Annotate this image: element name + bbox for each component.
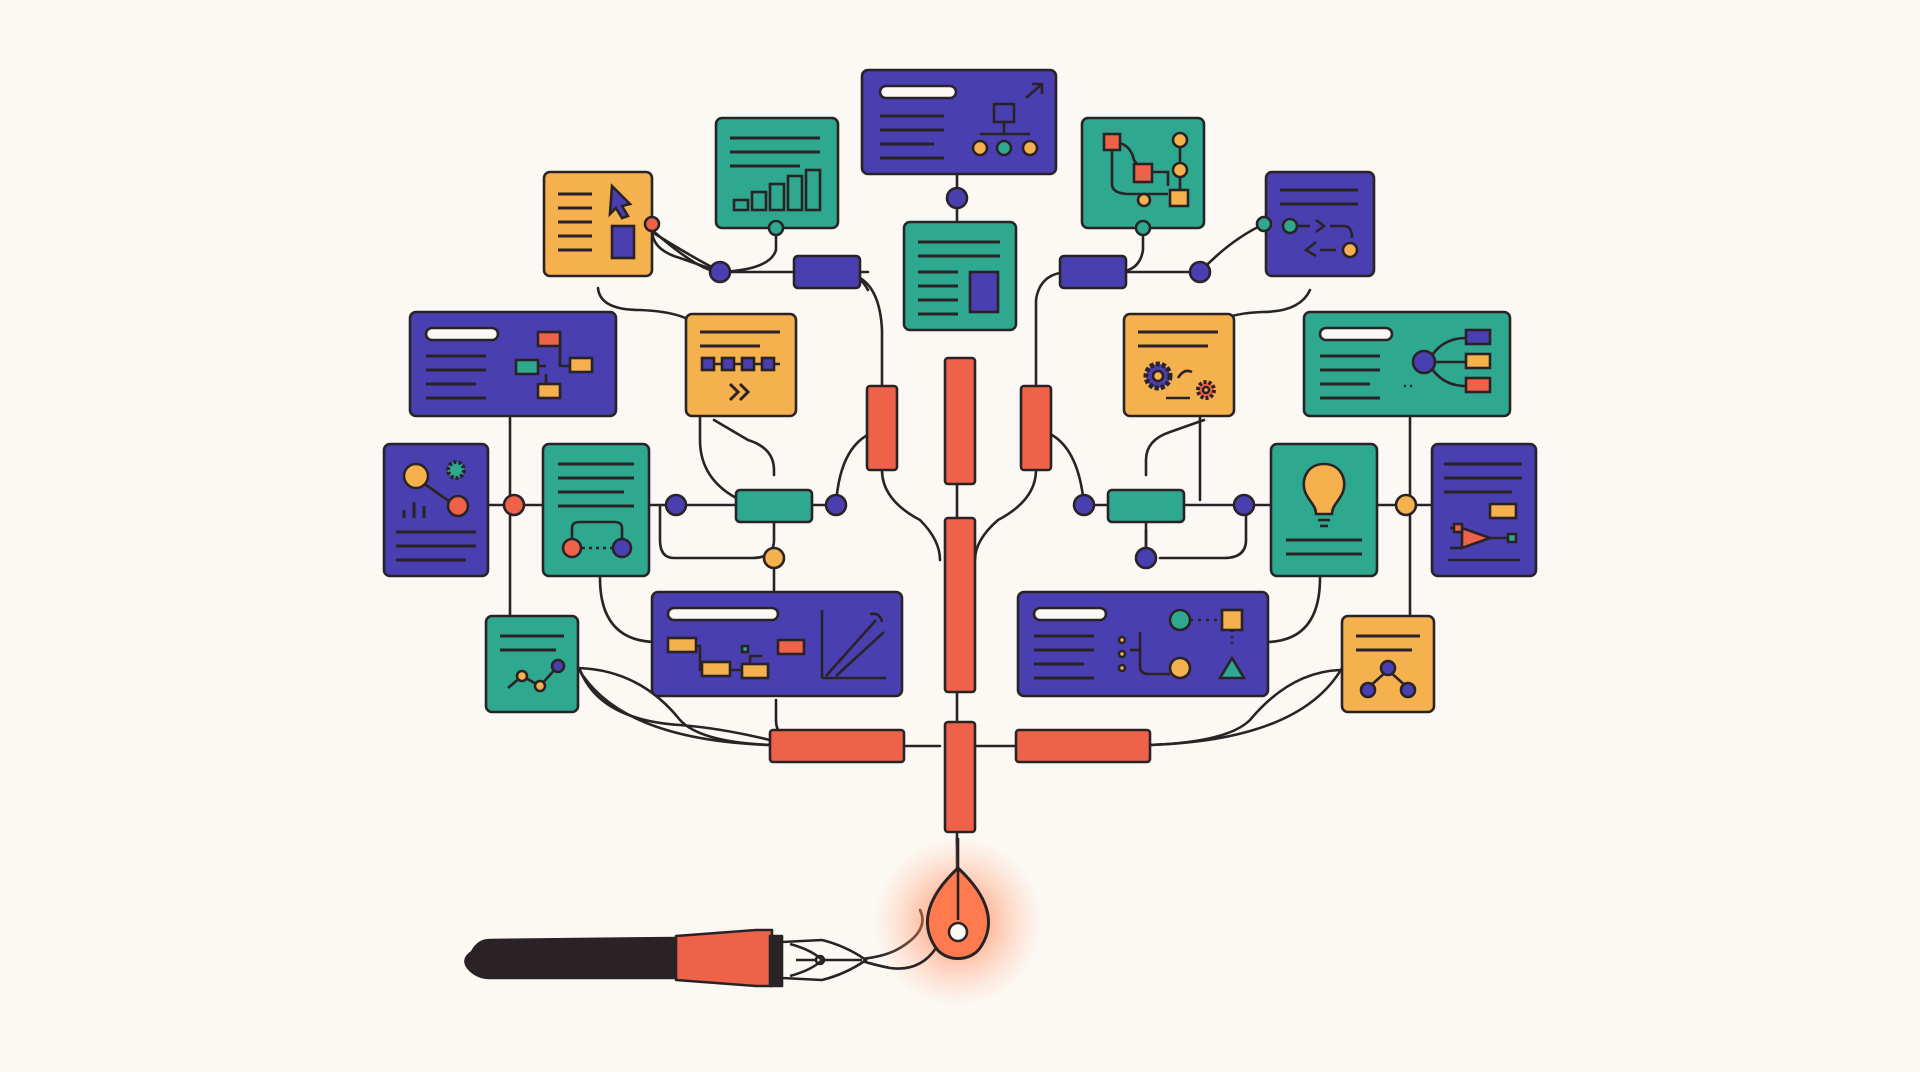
card-left-purple-wide [408,310,618,418]
cursor-icon [608,183,636,260]
card-lower-right-purple-wide [1016,590,1270,698]
card-right-purple-code [1264,170,1376,278]
trunk-branch-left [865,384,899,472]
connector-dots [502,186,1418,570]
code-branch-icon [1281,217,1359,259]
process-flow-icon [1102,131,1190,208]
card-left-amber-steps [684,312,798,418]
trunk-arm-right [1014,728,1152,764]
step-sequence-icon [700,356,780,402]
card-center-teal-doc [902,220,1018,332]
text-lines [880,114,944,160]
card-right-amber-gears [1122,312,1236,418]
line-chart-icon [507,658,566,693]
card-upper-left-teal [714,116,840,230]
trunk-segment [943,720,977,834]
flowchart-icon [514,330,594,400]
nodes-gear-icon [402,460,470,518]
glowing-nib-icon [872,836,1044,1008]
node-graph-icon [1359,659,1417,699]
trunk-arm-left [768,728,906,764]
card-top-center [860,68,1058,176]
coral-trunk [768,356,1152,834]
fountain-pen-icon [464,928,938,988]
hub-bar [792,254,862,290]
gantt-chart-icon [666,610,886,680]
card-lower-left-purple-wide [650,590,904,698]
trunk-segment [943,516,977,694]
card-far-right-purple [1430,442,1538,578]
card-left-amber-cursor [542,170,654,278]
card-right-teal-wide [1302,310,1512,418]
branch-network-icon [1404,328,1492,394]
card-upper-right-teal [1080,116,1206,230]
trunk-branch-right [1019,384,1053,472]
card-left-teal-doc [541,442,651,578]
card-bottom-left-teal [484,614,580,714]
flowchart-tree-icon [971,82,1044,157]
gears-icon [1143,361,1216,400]
connector-hubs [734,254,1186,524]
card-bottom-right-amber [1340,614,1436,714]
lightbulb-icon [1302,462,1346,528]
hub-bar [1058,254,1128,290]
funnel-icon [1448,502,1520,562]
bar-chart-icon [732,168,822,212]
trunk-segment [943,356,977,486]
hub-bar [734,488,814,524]
hub-bar [1106,488,1186,524]
card-right-teal-bulb [1269,442,1379,578]
shapes-flow-icon [1117,608,1247,680]
connected-nodes-icon [561,520,633,559]
document-icon [968,270,1000,314]
card-far-left-purple [382,442,490,578]
